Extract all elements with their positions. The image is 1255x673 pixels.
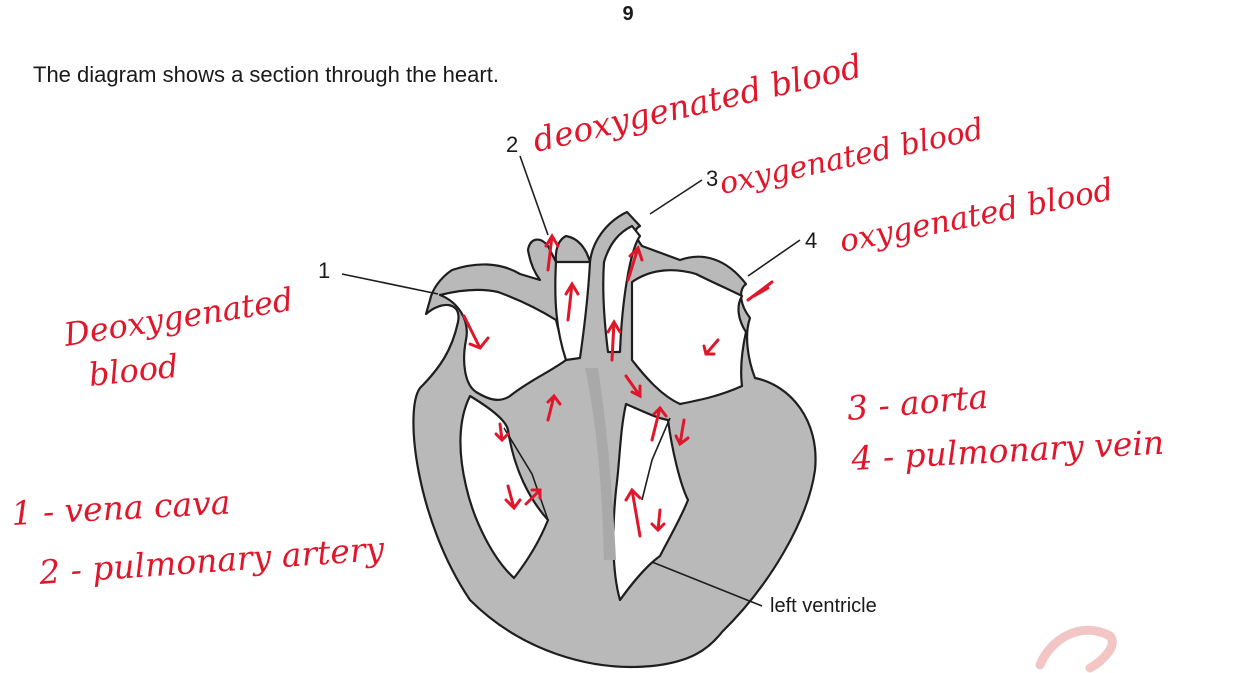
heart-section — [413, 212, 815, 667]
arrow-pv-mark — [748, 282, 772, 300]
label-4: 4 — [805, 228, 817, 253]
page-number: 9 — [622, 3, 633, 25]
leader-3 — [650, 180, 702, 214]
leader-1 — [342, 274, 438, 294]
handwritten-answer-4: 4 - pulmonary vein — [849, 423, 1165, 478]
handwritten-note-4: oxygenated blood — [837, 172, 1117, 260]
handwritten-answer-1: 1 - vena cava — [10, 483, 231, 533]
question-text: The diagram shows a section through the … — [33, 62, 499, 87]
handwritten-note-3: oxygenated blood — [716, 112, 986, 202]
handwritten-answer-2: 2 - pulmonary artery — [37, 529, 386, 592]
label-1: 1 — [318, 258, 330, 283]
leader-2 — [520, 156, 548, 235]
label-left-ventricle: left ventricle — [770, 595, 877, 617]
handwritten-note-2: deoxygenated blood — [529, 46, 865, 160]
handwritten-note-1-line1: Deoxygenated — [60, 280, 295, 354]
watermark-fragment — [1040, 630, 1112, 668]
label-2: 2 — [506, 132, 518, 157]
handwritten-answer-3: 3 - aorta — [845, 377, 989, 428]
leader-4 — [748, 240, 800, 276]
handwritten-note-1-line2: blood — [87, 347, 180, 394]
